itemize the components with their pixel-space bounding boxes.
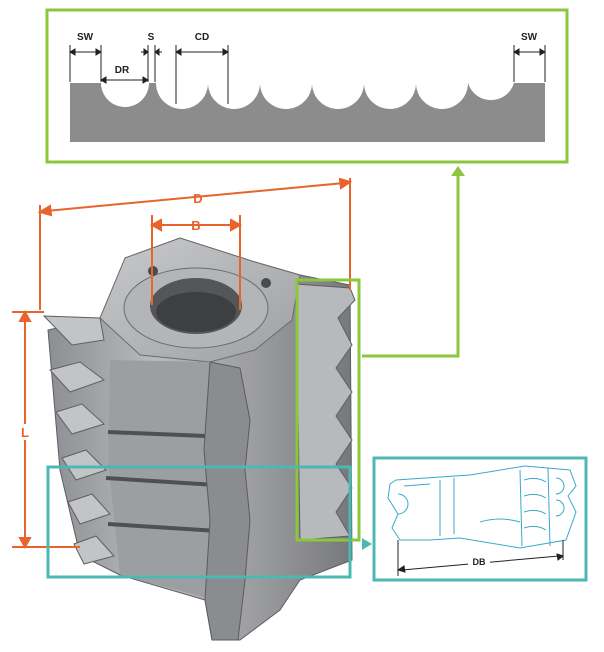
label-cd: CD	[195, 32, 209, 43]
bore-inner	[156, 292, 236, 332]
label-sw-left: SW	[77, 32, 94, 43]
label-db-bg	[468, 556, 490, 567]
teal-highlight-box	[46, 465, 352, 579]
dim-sw-right	[513, 45, 546, 82]
dim-s	[141, 45, 162, 82]
spiral-band	[203, 361, 251, 641]
profile-panel: SW DR S CD	[45, 8, 569, 164]
label-dr: DR	[115, 65, 130, 76]
green-highlight-box	[295, 278, 361, 542]
label-sw-right: SW	[521, 32, 538, 43]
dim-dr	[100, 45, 149, 84]
dim-cd	[175, 45, 229, 104]
label-db: DB	[473, 557, 486, 567]
green-connector	[362, 172, 460, 358]
dim-d	[37, 177, 353, 310]
bore-detail-drawing	[387, 465, 577, 549]
screw-hole-right	[261, 278, 271, 288]
dim-sw-left	[69, 45, 102, 82]
bore-detail-panel: DB	[372, 456, 588, 582]
label-l-bg	[16, 424, 34, 440]
label-b: B	[191, 218, 200, 233]
green-connector-arrow	[451, 166, 465, 176]
dim-b	[149, 215, 243, 310]
label-l: L	[21, 425, 29, 440]
teal-connector-arrow	[362, 538, 372, 550]
label-d: D	[193, 191, 202, 206]
left-knives	[42, 315, 115, 565]
right-knife	[295, 283, 356, 541]
cutter-head	[42, 237, 356, 641]
label-s: S	[148, 32, 155, 43]
profile-shape	[70, 83, 545, 142]
